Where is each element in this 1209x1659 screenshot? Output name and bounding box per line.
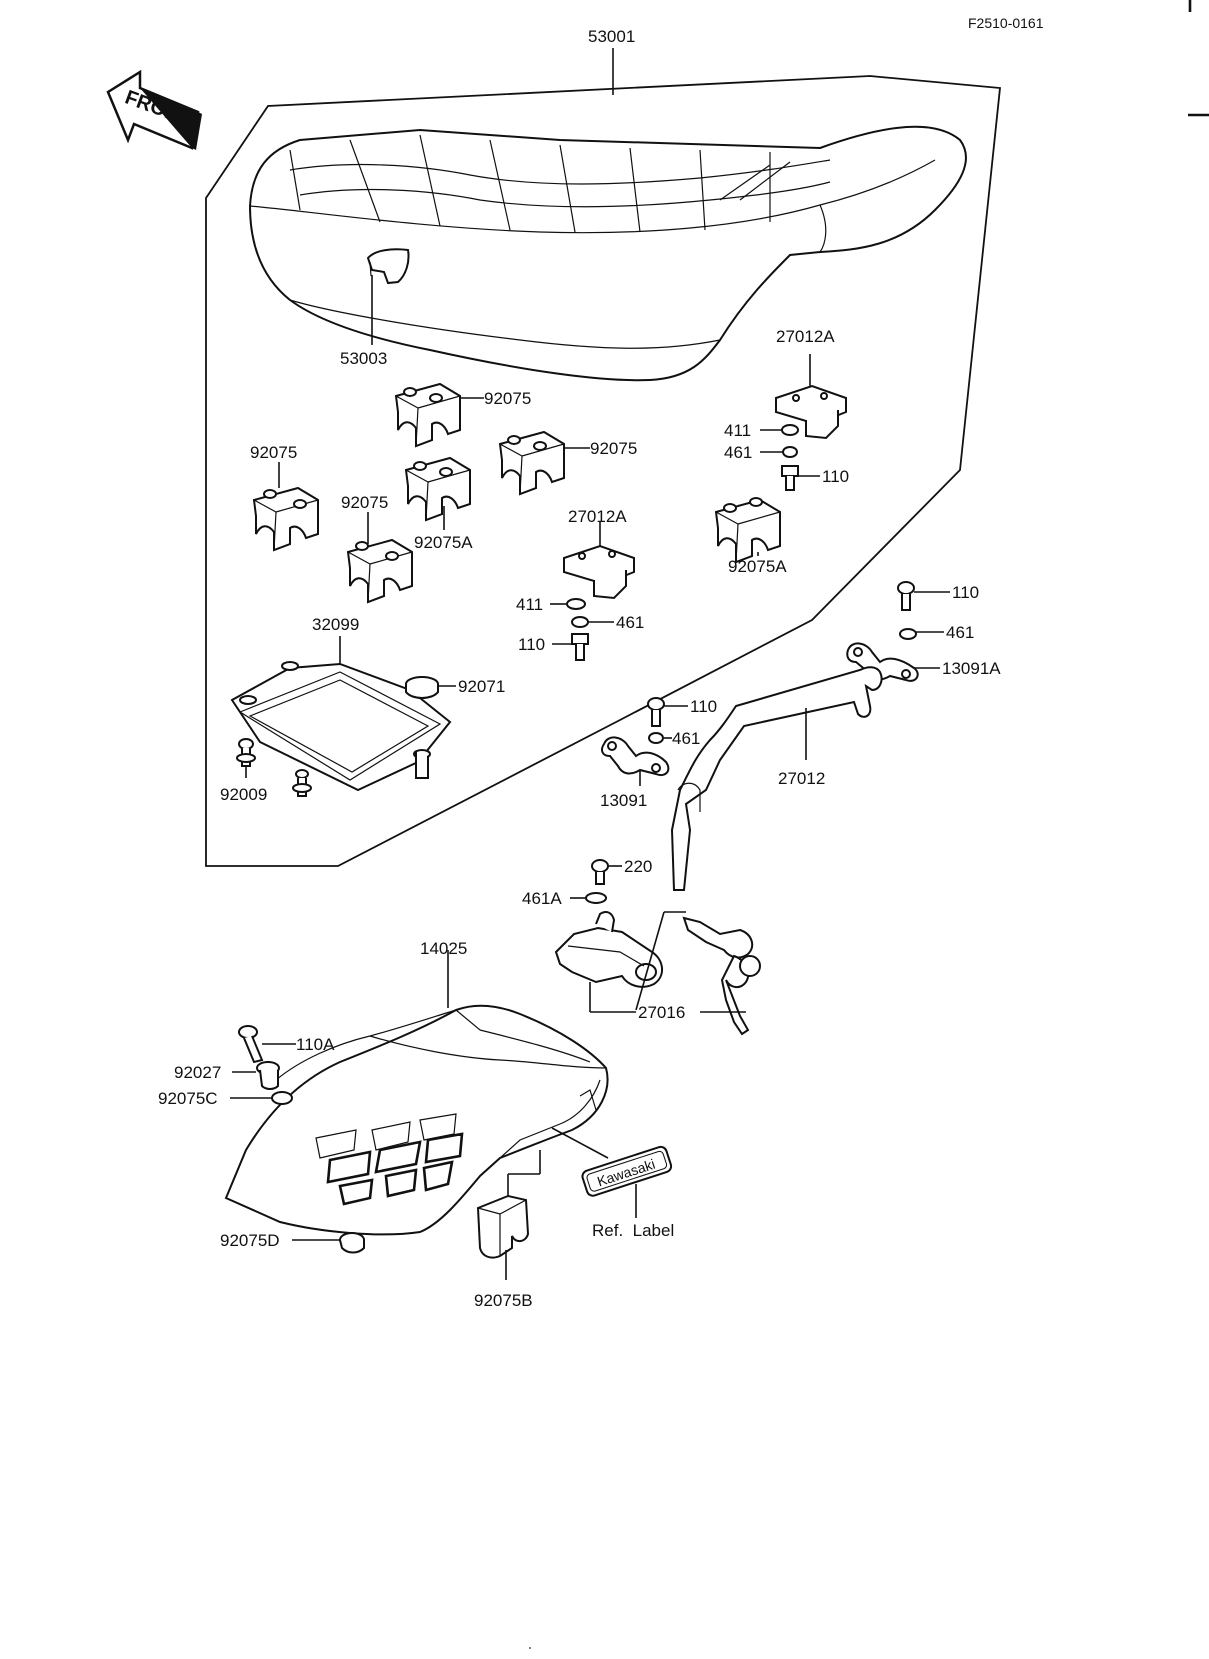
label-411-middle: 411 [516,595,543,614]
seat-drawing [248,125,967,382]
label-411-top: 411 [724,421,751,440]
leader-kawasaki [551,1127,609,1159]
bolt-110-right [897,581,915,611]
scan-speck [529,1647,531,1649]
label-92075A-middle: 92075A [414,533,473,552]
label-92075-left: 92075 [250,443,297,462]
kawasaki-label-plate: Kawasaki [581,1145,673,1197]
damper-92075-right [498,430,565,496]
damper-92075A-right [714,497,781,564]
damper-92075-upper [394,382,461,448]
label-110-top: 110 [822,467,849,486]
washer-461-center [648,732,664,744]
damper-92075-lower [346,538,413,604]
label-110-right: 110 [952,583,979,602]
tail-cover-14025 [224,1004,609,1236]
label-13091A: 13091A [942,659,1001,678]
label-27016: 27016 [638,1003,685,1022]
label-92075A-right: 92075A [728,557,787,576]
seat-lock-27016 [554,911,663,988]
grommet-92075C [271,1091,293,1105]
screw-220 [591,859,609,885]
seat-group-outline [205,75,1001,867]
collar-92027 [256,1061,280,1090]
label-92075C: 92075C [158,1089,218,1108]
label-92075-upper: 92075 [484,389,531,408]
label-32099: 32099 [312,615,359,634]
label-27012A-top: 27012A [776,327,835,346]
label-220: 220 [624,857,652,876]
tray-32099 [230,661,452,792]
bracket-27012A-middle [563,544,635,600]
bolt-92009-a [236,738,256,767]
bolt-110A [238,1025,264,1064]
label-110A: 110A [296,1035,335,1054]
label-14025: 14025 [420,939,467,958]
leader-rod-lock-diag [635,911,665,1011]
label-53001: 53001 [588,27,635,46]
washer-461-right [899,628,917,640]
label-27012A-middle: 27012A [568,507,627,526]
label-13091: 13091 [600,791,647,810]
rod-27012 [670,666,883,891]
label-110-center: 110 [690,697,717,716]
washer-461-top [782,446,798,458]
washer-411-middle [566,598,586,610]
figure-id: F2510-0161 [968,15,1044,31]
label-92075-lower: 92075 [341,493,388,512]
damper-92075A-middle [404,456,471,522]
label-92009: 92009 [220,785,267,804]
label-92071: 92071 [458,677,505,696]
bolt-110-middle [571,633,589,661]
label-92075B: 92075B [474,1291,533,1310]
washer-461-middle [571,616,589,628]
label-92027: 92027 [174,1063,221,1082]
label-92075D: 92075D [220,1231,280,1250]
bolt-110-center [647,697,665,727]
label-461-right: 461 [946,623,974,642]
label-92075-right: 92075 [590,439,637,458]
clamp-13091A [846,642,919,682]
label-53003: 53003 [340,349,387,368]
label-461-center: 461 [672,729,700,748]
grommet-92071 [405,676,439,699]
key-icon [682,916,761,1036]
label-110-middle: 110 [518,635,545,654]
label-27012: 27012 [778,769,825,788]
washer-461A [585,892,607,904]
clamp-13091 [601,736,670,776]
front-arrow-icon: FRONT [106,69,202,150]
bracket-27012A-top [775,384,847,440]
washer-411-top [781,424,799,436]
label-461-top: 461 [724,443,752,462]
ref-label-text: Ref. Label [592,1221,674,1240]
label-461A: 461A [522,889,562,908]
damper-92075-left [252,486,319,552]
label-461-middle: 461 [616,613,644,632]
damper-92075B [476,1194,530,1259]
grommet-92075D [339,1232,365,1254]
bolt-92009-b [292,769,312,797]
bolt-110-top [781,465,799,491]
